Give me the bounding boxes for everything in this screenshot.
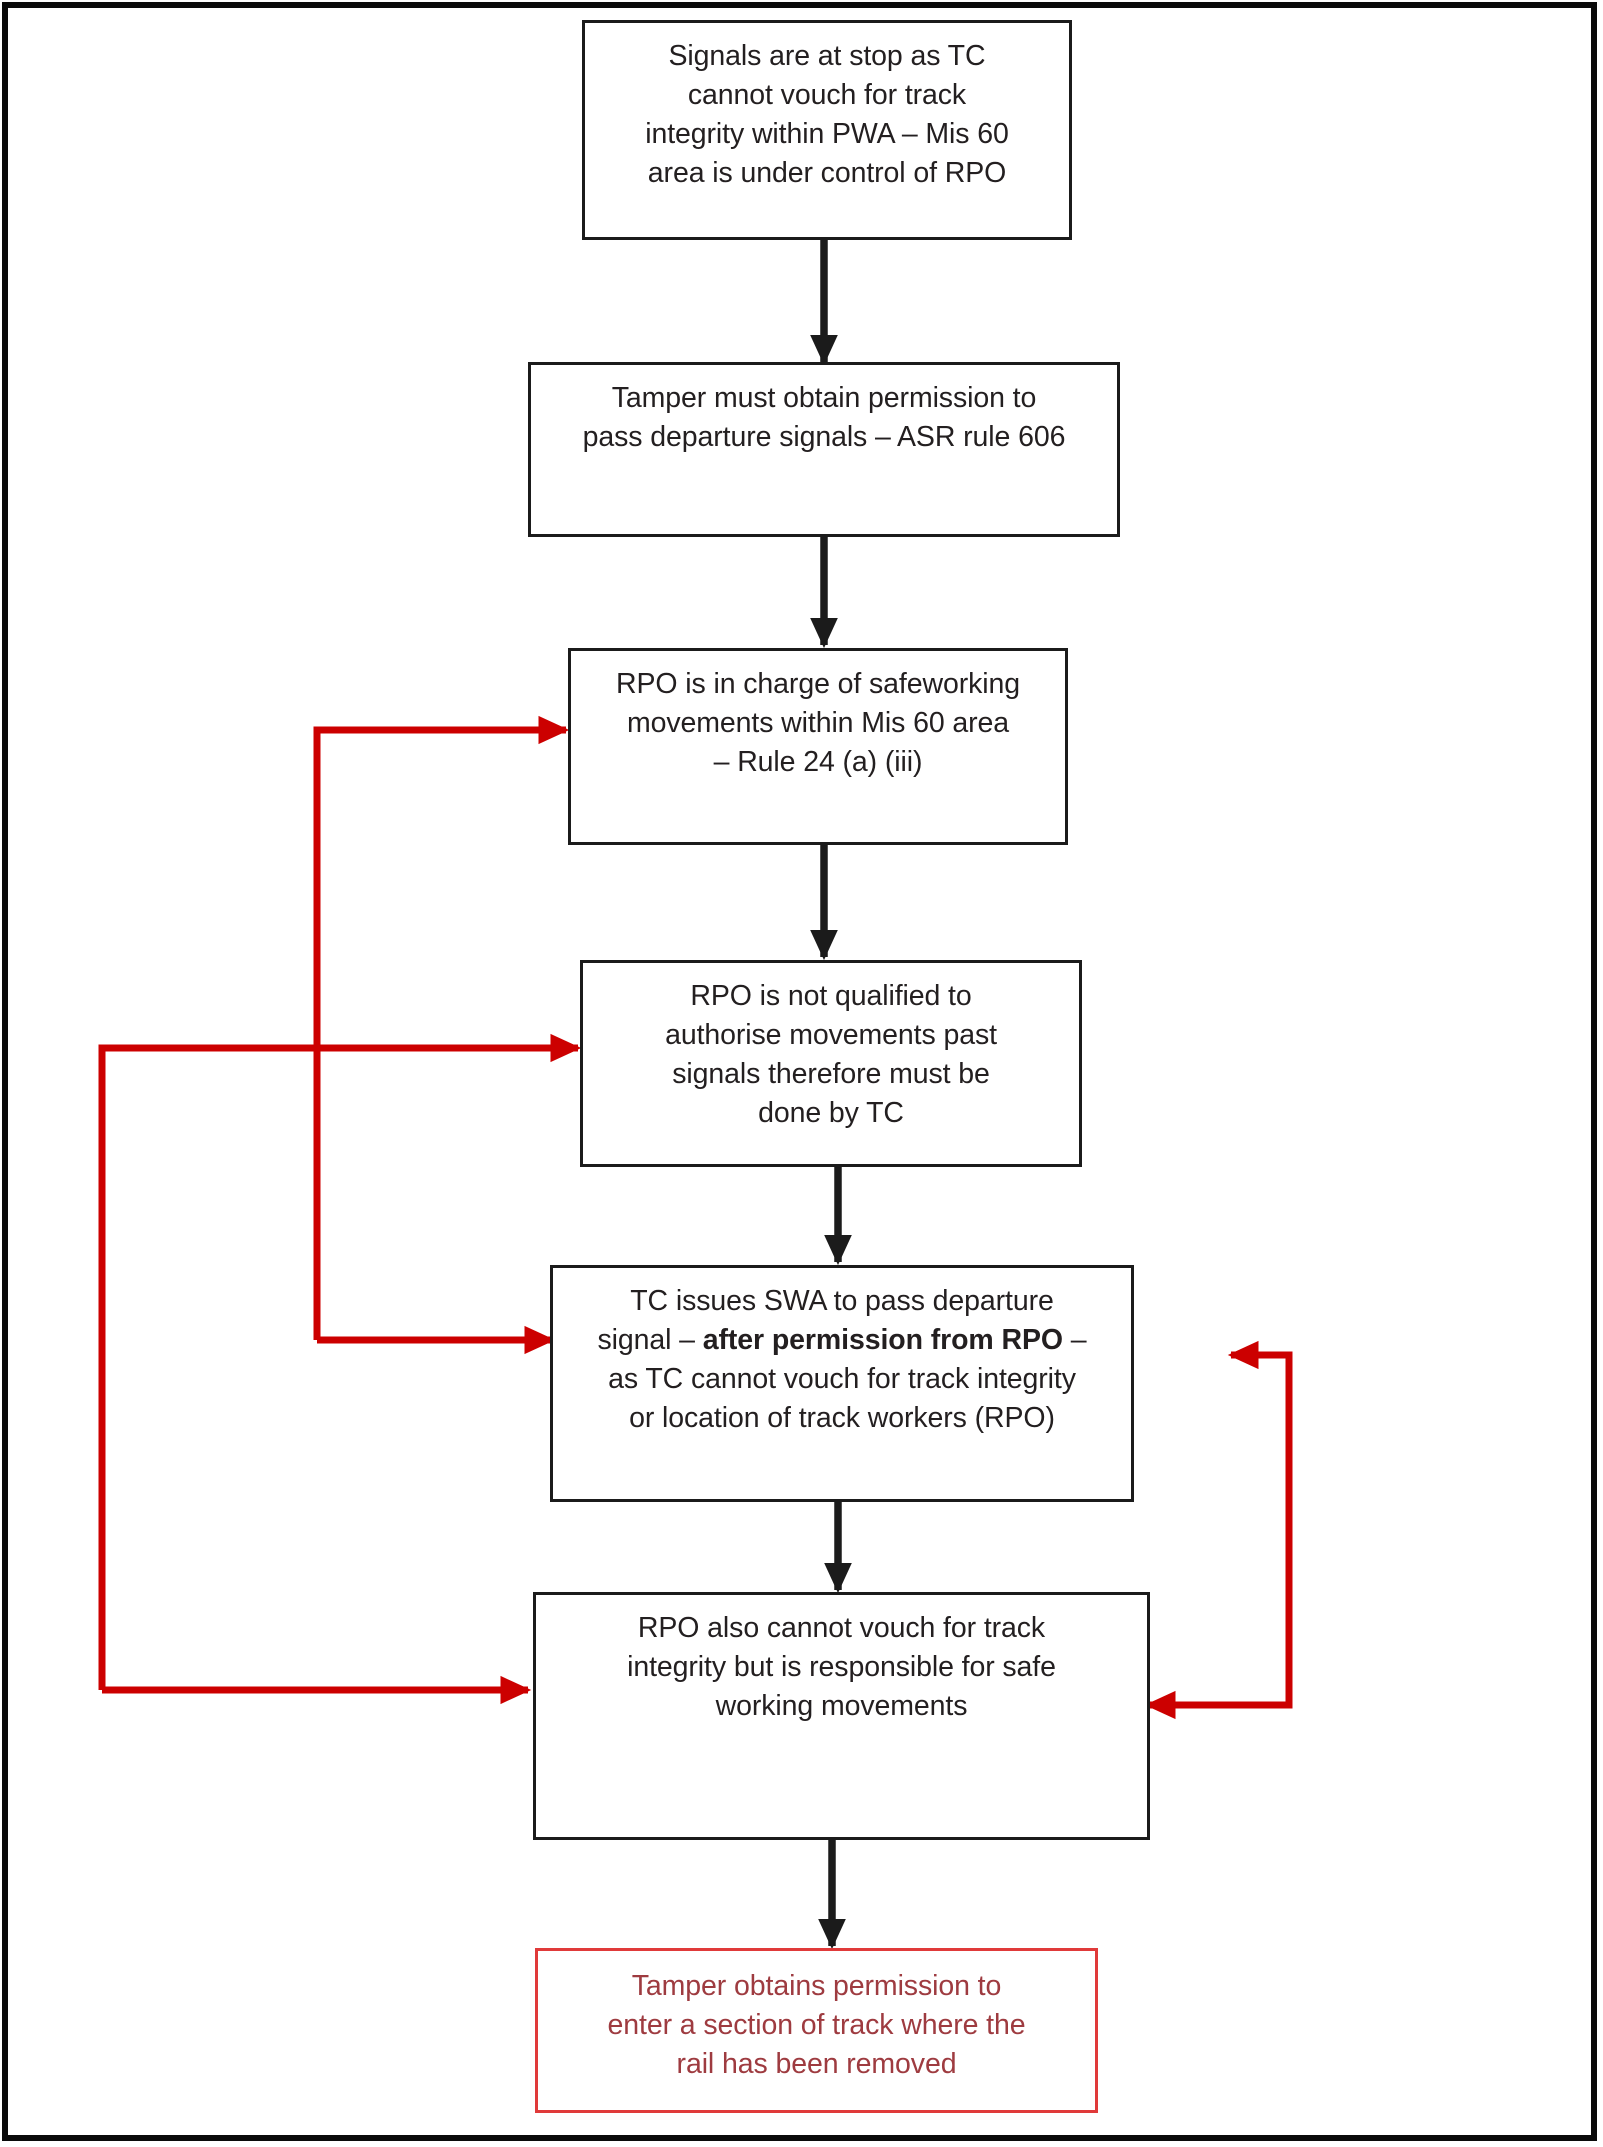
edge-feedback-n5-to-n3 <box>313 715 570 1355</box>
edge-feedback-n6-to-n4 <box>98 1033 582 1705</box>
edge-feedback-n6-to-n5 <box>1144 1340 1293 1720</box>
